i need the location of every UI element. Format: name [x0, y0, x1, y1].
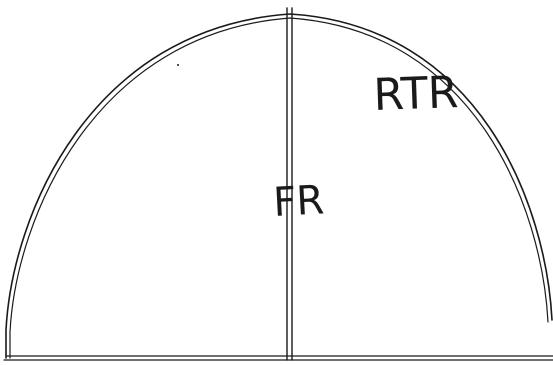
label-rtr: RTR [373, 67, 460, 121]
arch-outline-outer [5, 13, 553, 359]
label-fr: FR [272, 177, 325, 226]
arch-outline-inner [9, 17, 549, 359]
stray-mark [177, 64, 179, 66]
